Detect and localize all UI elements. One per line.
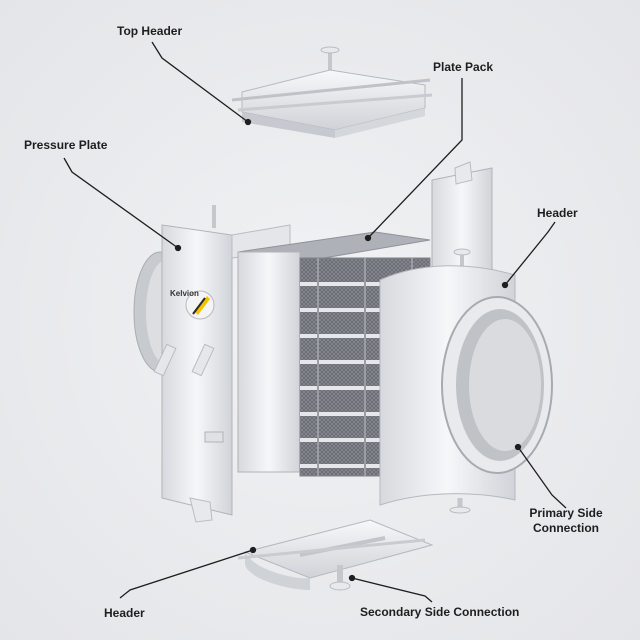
top-header-part — [231, 46, 433, 138]
label-header-right: Header — [537, 206, 578, 220]
label-header-bottom: Header — [104, 606, 145, 620]
label-primary-line1: Primary Side — [529, 506, 603, 520]
right-header-part — [379, 161, 553, 514]
label-primary-side-connection: Primary Side Connection — [526, 506, 606, 536]
label-secondary-side-connection: Secondary Side Connection — [360, 605, 520, 619]
label-plate-pack: Plate Pack — [433, 60, 494, 74]
leader-plate-pack — [367, 78, 463, 239]
label-primary-line2: Connection — [533, 521, 599, 535]
leader-header-right — [504, 221, 556, 286]
leader-pressure-plate — [63, 157, 179, 249]
brand-logo-text: Kelvion — [170, 289, 199, 298]
leader-top-header — [151, 41, 249, 123]
leader-header-bottom — [119, 549, 254, 599]
leader-lines — [63, 41, 567, 603]
label-pressure-plate: Pressure Plate — [24, 138, 108, 152]
leader-primary-side — [517, 446, 567, 509]
label-top-header: Top Header — [117, 24, 183, 38]
leader-secondary-side — [351, 577, 433, 603]
bottom-header-part — [237, 519, 434, 591]
